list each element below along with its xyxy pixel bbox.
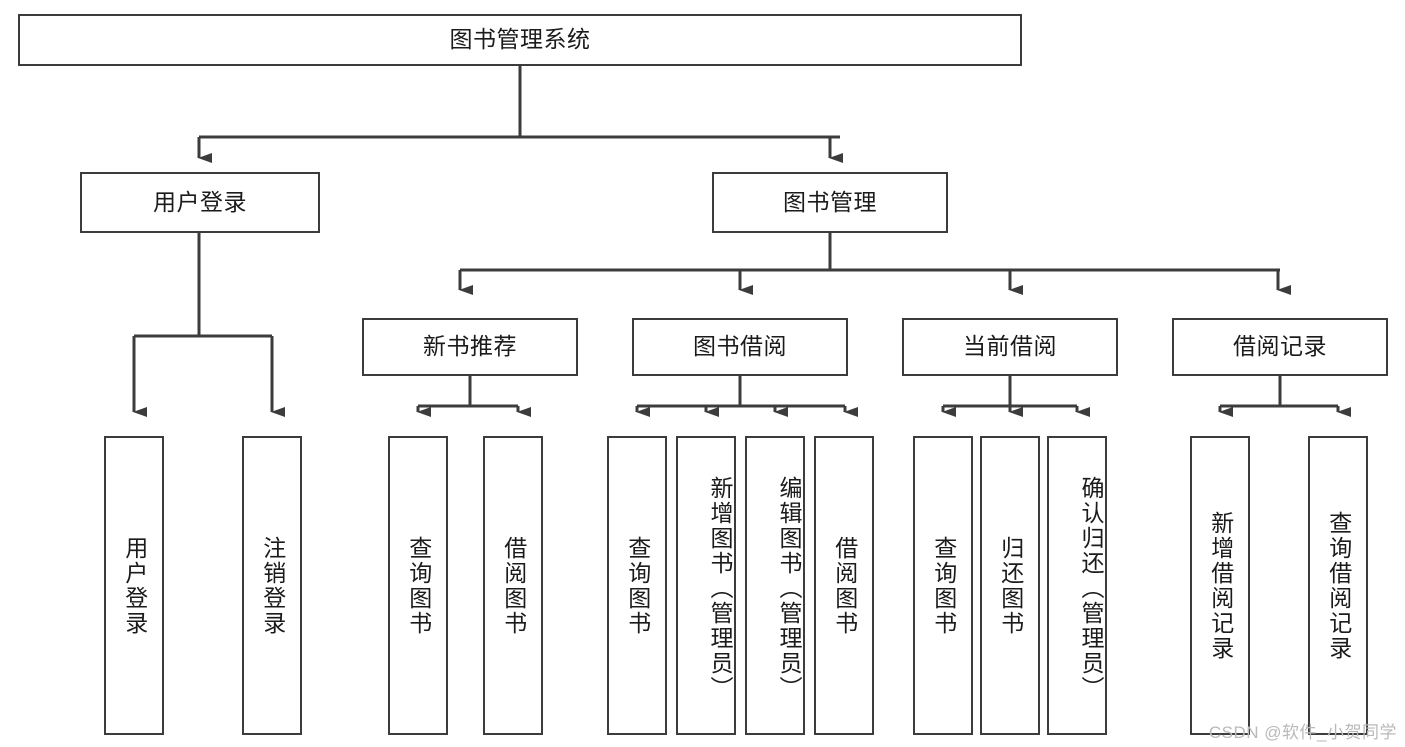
node-current-borrow[interactable]: 当前借阅 <box>902 318 1118 376</box>
node-label: 当前借阅 <box>963 333 1057 360</box>
node-label: 用户登录 <box>121 535 148 636</box>
node-label: 借阅图书 <box>500 535 527 636</box>
leaf-borrow-edit-book[interactable]: 编辑图书（管理员） <box>745 436 805 735</box>
node-book-borrow[interactable]: 图书借阅 <box>632 318 848 376</box>
leaf-current-query-book[interactable]: 查询图书 <box>913 436 973 735</box>
node-new-book-recommend[interactable]: 新书推荐 <box>362 318 578 376</box>
node-label: 确认归还（管理员） <box>1078 476 1104 701</box>
leaf-current-return-book[interactable]: 归还图书 <box>980 436 1040 735</box>
leaf-user-login-logout[interactable]: 注销登录 <box>242 436 302 735</box>
node-label: 归还图书 <box>997 535 1024 636</box>
node-book-management[interactable]: 图书管理 <box>712 172 948 233</box>
node-label: 用户登录 <box>153 188 247 215</box>
node-label: 查询借阅记录 <box>1325 510 1352 661</box>
leaf-user-login-login[interactable]: 用户登录 <box>104 436 164 735</box>
leaf-record-query[interactable]: 查询借阅记录 <box>1308 436 1368 735</box>
node-label: 图书管理 <box>783 188 877 215</box>
node-label: 新增借阅记录 <box>1207 510 1234 661</box>
node-label: 新书推荐 <box>423 333 517 360</box>
leaf-borrow-query-book[interactable]: 查询图书 <box>607 436 667 735</box>
leaf-new-book-borrow[interactable]: 借阅图书 <box>483 436 543 735</box>
node-root-system[interactable]: 图书管理系统 <box>18 14 1022 66</box>
node-label: 编辑图书（管理员） <box>776 476 802 701</box>
node-label: 查询图书 <box>930 535 957 636</box>
node-label: 借阅图书 <box>831 535 858 636</box>
node-label: 查询图书 <box>624 535 651 636</box>
leaf-borrow-add-book[interactable]: 新增图书（管理员） <box>676 436 736 735</box>
node-label: 图书借阅 <box>693 333 787 360</box>
node-user-login[interactable]: 用户登录 <box>80 172 320 233</box>
leaf-new-book-query[interactable]: 查询图书 <box>388 436 448 735</box>
node-label: 借阅记录 <box>1233 333 1327 360</box>
leaf-borrow-borrow-book[interactable]: 借阅图书 <box>814 436 874 735</box>
node-label: 查询图书 <box>405 535 432 636</box>
leaf-current-confirm-return[interactable]: 确认归还（管理员） <box>1047 436 1107 735</box>
node-label: 图书管理系统 <box>449 26 591 53</box>
node-borrow-record[interactable]: 借阅记录 <box>1172 318 1388 376</box>
node-label: 注销登录 <box>259 535 286 636</box>
node-label: 新增图书（管理员） <box>707 476 733 701</box>
leaf-record-add[interactable]: 新增借阅记录 <box>1190 436 1250 735</box>
